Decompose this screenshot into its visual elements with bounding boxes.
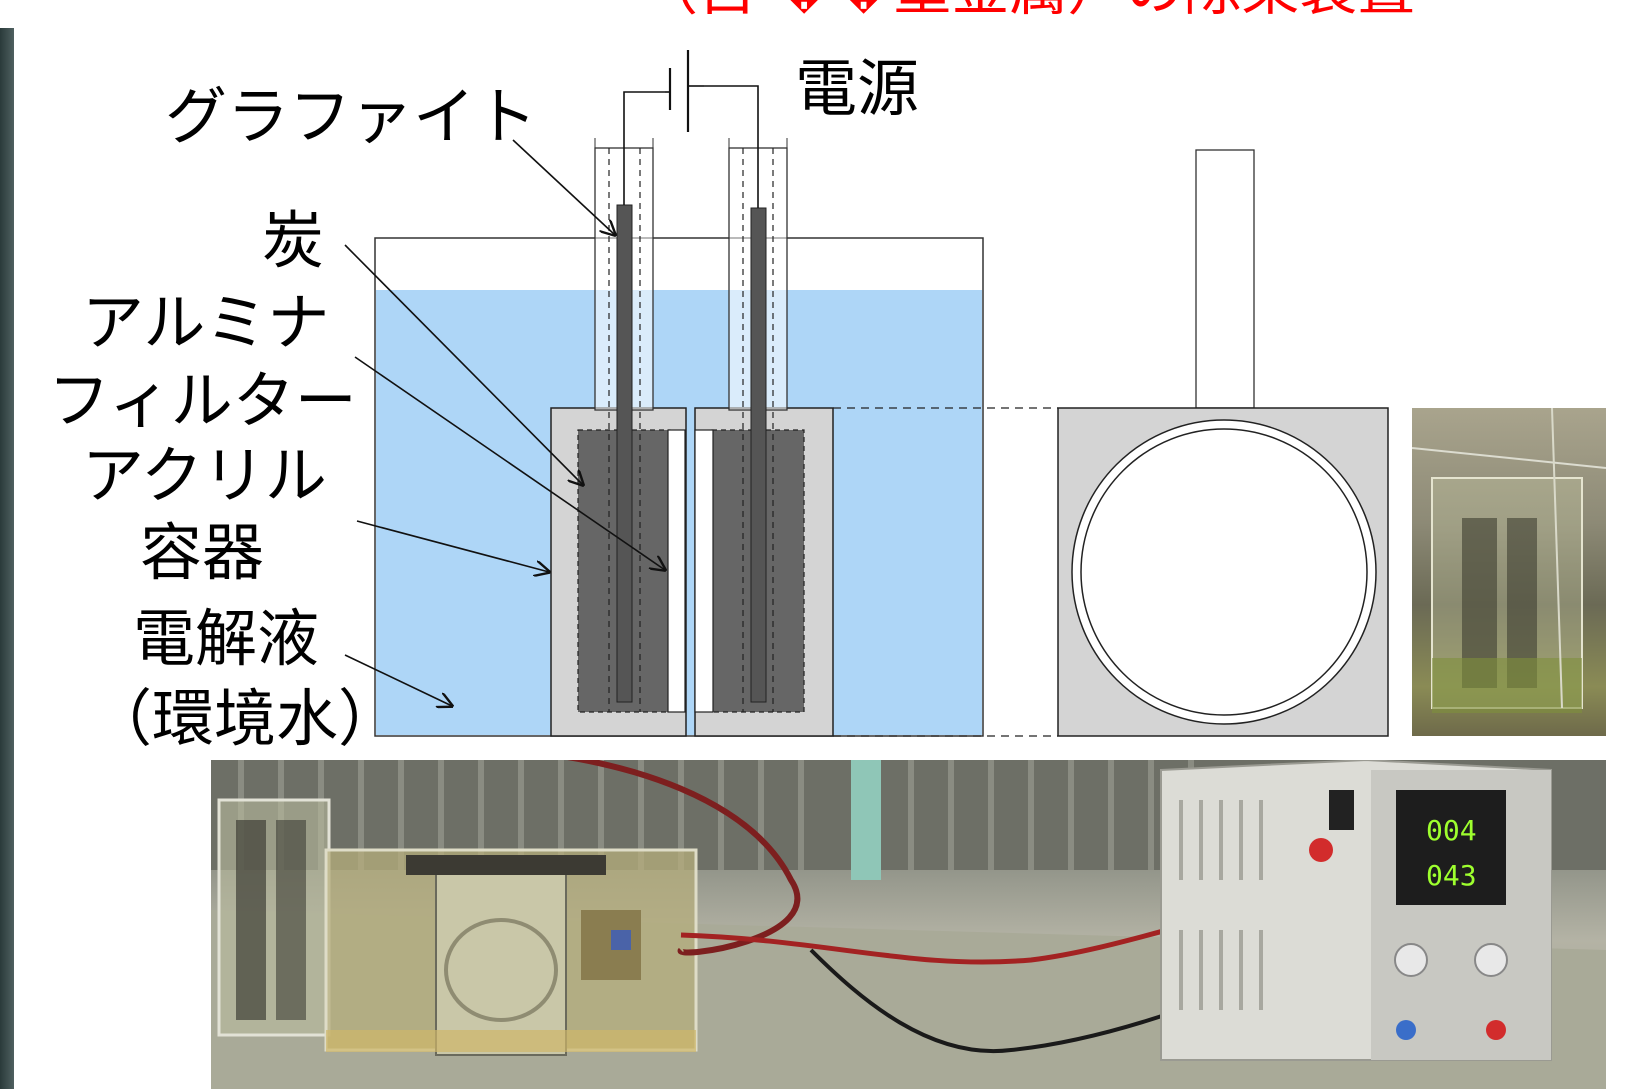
front-view-tube [1195, 149, 1255, 409]
apparatus-photo: 004 043 [211, 760, 1606, 1089]
label-carbon: 炭 [262, 204, 325, 277]
arrow-carbon [344, 244, 583, 485]
arrow-electrolyte [344, 654, 452, 706]
arrow-alumina-filter [354, 356, 665, 570]
graphite-rod-left [616, 204, 633, 703]
arrow-graphite [512, 139, 615, 235]
label-acrylic: アクリル [82, 439, 327, 512]
voltage-readout: 004 [1426, 814, 1477, 847]
wire-right [704, 85, 759, 208]
wire-left [623, 91, 665, 205]
label-electrolyte: 電解液 [133, 602, 320, 675]
page-title: （自 ��重金属）の除染装置 [640, 0, 1415, 18]
label-env-water: （環境水） [90, 682, 401, 755]
front-view-filter-inner [1080, 428, 1368, 716]
arrow-acrylic-container [356, 520, 549, 572]
label-power: 電源 [795, 52, 920, 125]
alumina-filter-right [694, 429, 714, 713]
label-container: 容器 [140, 516, 265, 589]
label-graphite: グラファイト [165, 80, 538, 153]
left-edge-strip [0, 28, 14, 1089]
tank-photo [1412, 408, 1606, 736]
label-alumina: アルミナ [82, 286, 330, 359]
label-filter: フィルター [48, 364, 357, 437]
graphite-rod-right [750, 207, 767, 703]
current-readout: 043 [1426, 859, 1477, 892]
alumina-filter-left [667, 429, 686, 713]
